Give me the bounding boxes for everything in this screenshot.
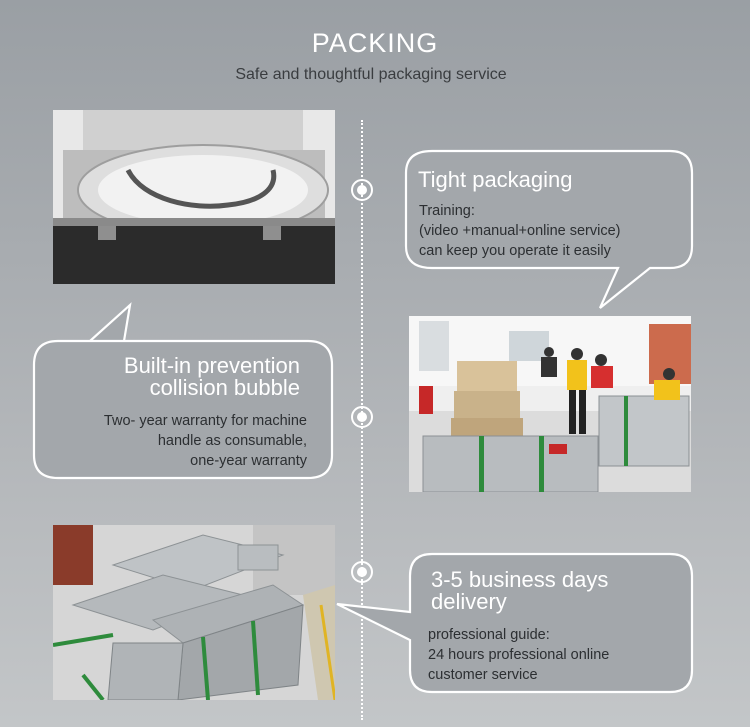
tight-packaging-heading: Tight packaging (418, 167, 573, 192)
photo-open-case (53, 110, 335, 284)
photo-wrapped-crates (53, 525, 335, 700)
delivery-body: professional guide: 24 hours professiona… (428, 625, 609, 685)
heading-line: delivery (431, 589, 507, 614)
delivery-heading: 3-5 business days delivery (431, 569, 608, 613)
tight-packaging-body: Training: (video +manual+online service)… (419, 201, 621, 261)
body-line: one-year warranty (190, 453, 307, 469)
collision-heading: Built-in prevention collision bubble (60, 355, 300, 399)
body-line: handle as consumable, (157, 433, 307, 449)
heading-line: collision bubble (149, 375, 300, 400)
photo-workers-packing (409, 316, 691, 492)
timeline-node-1 (351, 179, 373, 201)
body-line: customer service (428, 667, 538, 683)
timeline-node-2 (351, 406, 373, 428)
page-subtitle: Safe and thoughtful packaging service (235, 66, 507, 83)
bubble-collision (32, 302, 334, 480)
timeline-node-3 (351, 561, 373, 583)
collision-body: Two- year warranty for machine handle as… (40, 411, 307, 471)
body-line: can keep you operate it easily (419, 243, 611, 259)
page-title: PACKING (311, 28, 439, 58)
body-line: Two- year warranty for machine (103, 413, 307, 429)
body-line: professional guide: (428, 627, 550, 643)
bubble-delivery (336, 552, 694, 694)
body-line: 24 hours professional online (428, 647, 610, 663)
bubble-tight-packaging (404, 149, 694, 309)
body-line: Training: (419, 203, 475, 219)
heading-line: Built-in prevention (123, 353, 300, 378)
body-line: (video +manual+online service) (419, 223, 621, 239)
heading-line: 3-5 business days (431, 567, 609, 592)
